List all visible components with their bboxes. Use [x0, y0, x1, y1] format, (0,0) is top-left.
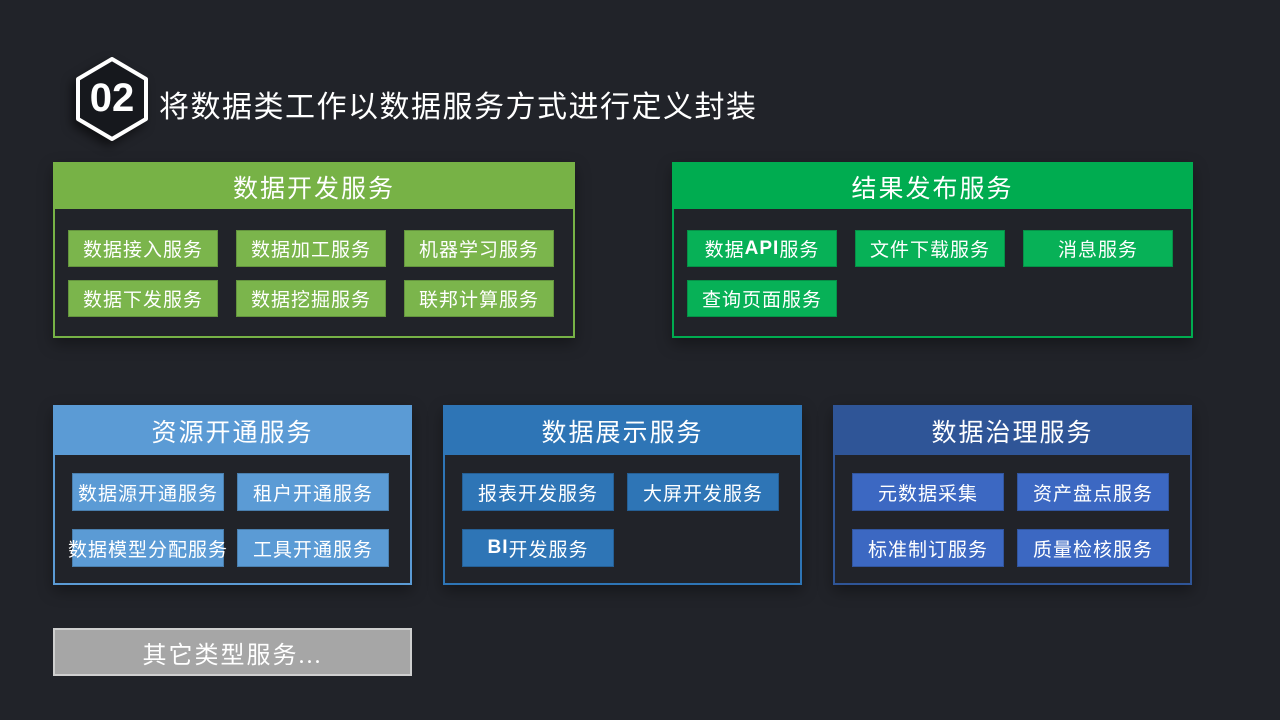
service-group-resource-provisioning: 资源开通服务 数据源开通服务 租户开通服务 数据模型分配服务 工具开通服务	[53, 405, 412, 585]
section-number: 02	[89, 75, 135, 120]
group-title: 数据治理服务	[835, 407, 1190, 455]
other-services-banner: 其它类型服务...	[53, 628, 412, 676]
service-group-data-governance: 数据治理服务 元数据采集 资产盘点服务 标准制订服务 质量检核服务	[833, 405, 1192, 585]
service-item-data-model-allocation: 数据模型分配服务	[68, 529, 227, 567]
group-title: 数据展示服务	[445, 407, 800, 455]
service-item-data-ingest: 数据接入服务	[68, 230, 218, 267]
service-item-datasource-provision: 数据源开通服务	[72, 473, 224, 511]
section-number-badge: 02	[75, 54, 149, 144]
service-item-quality-check: 质量检核服务	[1017, 529, 1169, 567]
service-item-data-processing: 数据加工服务	[236, 230, 386, 267]
service-item-asset-inventory: 资产盘点服务	[1017, 473, 1169, 511]
service-item-standard-formulation: 标准制订服务	[852, 529, 1004, 567]
group-body: 数据接入服务 数据加工服务 机器学习服务 数据下发服务 数据挖掘服务 联邦计算服…	[55, 209, 573, 317]
service-item-metadata-collection: 元数据采集	[852, 473, 1004, 511]
label-part: 服务	[779, 240, 820, 261]
service-group-data-development: 数据开发服务 数据接入服务 数据加工服务 机器学习服务 数据下发服务 数据挖掘服…	[53, 162, 575, 338]
service-item-machine-learning: 机器学习服务	[404, 230, 554, 267]
service-item-message: 消息服务	[1023, 230, 1173, 267]
service-item-data-mining: 数据挖掘服务	[236, 280, 386, 317]
service-item-report-dev: 报表开发服务	[462, 473, 614, 511]
group-body: 数据源开通服务 租户开通服务 数据模型分配服务 工具开通服务	[55, 455, 410, 567]
service-item-federated-computing: 联邦计算服务	[404, 280, 554, 317]
label-part: 开发服务	[508, 539, 589, 561]
group-title: 资源开通服务	[55, 407, 410, 455]
group-title: 数据开发服务	[55, 164, 573, 209]
page-title: 将数据类工作以数据服务方式进行定义封装	[159, 91, 758, 124]
label-part-bold: API	[744, 237, 780, 259]
label-part: 数据	[704, 240, 745, 261]
service-item-data-distribution: 数据下发服务	[68, 280, 218, 317]
service-item-query-page: 查询页面服务	[687, 280, 837, 317]
service-item-file-download: 文件下载服务	[855, 230, 1005, 267]
hexagon-icon	[76, 57, 148, 141]
service-item-tool-provision: 工具开通服务	[237, 529, 389, 567]
service-item-tenant-provision: 租户开通服务	[237, 473, 389, 511]
service-item-bigscreen-dev: 大屏开发服务	[627, 473, 779, 511]
group-body: 元数据采集 资产盘点服务 标准制订服务 质量检核服务	[835, 455, 1190, 567]
label-part-bold: BI	[487, 537, 509, 558]
group-title: 结果发布服务	[674, 164, 1191, 209]
